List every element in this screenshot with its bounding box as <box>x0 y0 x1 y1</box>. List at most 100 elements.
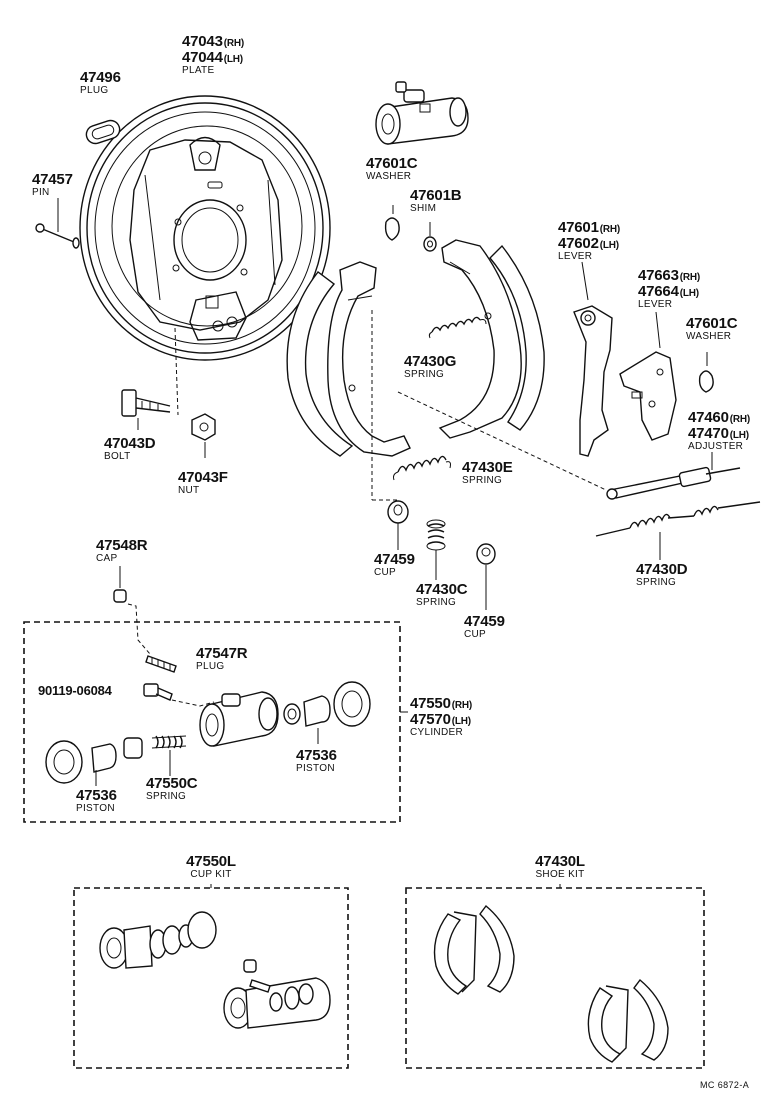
brake-shoe-right-drawing <box>438 239 545 439</box>
wheel-cylinder-top-drawing <box>375 81 469 145</box>
part-number: 47430D <box>636 561 688 578</box>
part-name: CYLINDER <box>410 726 463 738</box>
callout-cup-kit: 47550L CUP KIT <box>176 854 246 880</box>
part-number: 47550L <box>186 853 236 870</box>
callout-spring-47430c: 47430C SPRING <box>416 581 468 608</box>
part-name: PISTON <box>296 762 335 774</box>
part-number: 47043D <box>104 435 156 452</box>
part-number: 47601C <box>366 155 418 172</box>
shoe-kit-box <box>405 887 705 1069</box>
part-number: 47470 <box>688 424 729 442</box>
callout-bolt: 47043D BOLT <box>104 435 156 462</box>
part-number: 47601B <box>410 187 462 204</box>
callout-plate: 47043(RH) 47044(LH) PLATE <box>182 34 244 76</box>
side-marker: (RH) <box>729 414 751 425</box>
part-number: 47663 <box>638 267 679 284</box>
part-name: PLATE <box>182 64 215 76</box>
callout-spring-47430e: 47430E SPRING <box>462 460 513 486</box>
part-name: SHOE KIT <box>535 868 585 880</box>
part-number: 47459 <box>464 613 505 630</box>
side-marker: (RH) <box>679 272 701 283</box>
callout-cap: 47548R CAP <box>96 538 148 564</box>
callout-washer-top: 47601C WASHER <box>366 155 418 182</box>
part-name: CAP <box>96 552 118 564</box>
part-number: 47570 <box>410 710 451 728</box>
part-number: 90119-06084 <box>38 683 112 698</box>
part-name: CUP KIT <box>190 868 232 880</box>
part-number: 47457 <box>32 171 73 188</box>
part-number: 47430G <box>404 353 457 370</box>
callout-cup-right: 47459 CUP <box>464 614 505 640</box>
backing-plate-drawing <box>79 95 331 361</box>
spring-47430d-drawing <box>595 501 761 560</box>
part-number: 47536 <box>76 787 117 804</box>
adjuster-47460-drawing <box>606 452 741 500</box>
cylinder-right-parts-drawing <box>283 681 371 744</box>
part-number: 47601 <box>558 219 599 236</box>
plug-47547r-drawing <box>145 655 177 673</box>
part-number: 47460 <box>688 409 729 426</box>
part-number: 47496 <box>80 69 121 86</box>
cap-47548r-drawing <box>113 566 151 655</box>
spring-47430g-drawing <box>428 316 487 339</box>
part-number: 47430L <box>535 853 585 870</box>
pin-47457-drawing <box>35 198 80 249</box>
callout-piston-right: 47536 PISTON <box>296 748 337 774</box>
diagram-code: MC 6872-A <box>700 1080 750 1090</box>
shim-47601b-drawing <box>423 222 437 252</box>
plug-47496-drawing <box>85 119 121 145</box>
callout-nut: 47043F NUT <box>178 470 228 496</box>
side-marker: (LH) <box>679 287 699 299</box>
part-name: SPRING <box>404 368 445 380</box>
part-name: PLUG <box>196 660 225 672</box>
side-marker: (LH) <box>599 239 619 251</box>
part-name: PLUG <box>80 84 109 96</box>
cylinder-group-box <box>23 621 401 823</box>
cup-kit-parts-drawing <box>99 911 331 1029</box>
part-name: SPRING <box>416 596 457 608</box>
callout-spring-47430d: 47430D SPRING <box>636 561 688 588</box>
cup-47459-right-drawing <box>476 543 496 610</box>
part-name: SPRING <box>146 790 187 802</box>
part-number: 47547R <box>196 645 248 662</box>
callout-lever-47663: 47663(RH) 47664(LH) LEVER <box>638 268 700 310</box>
part-name: CUP <box>374 566 397 578</box>
part-name: CUP <box>464 628 487 640</box>
callout-plug-47496: 47496 PLUG <box>80 70 121 96</box>
part-number: 47043 <box>182 33 223 50</box>
cylinder-left-parts-drawing <box>45 735 187 786</box>
callout-shoe-kit: 47430L SHOE KIT <box>522 854 598 880</box>
part-number: 47459 <box>374 551 415 568</box>
spring-47430e-drawing <box>393 455 451 481</box>
callout-bleeder: 90119-06084 <box>38 684 112 698</box>
callout-cylinder: 47550(RH) 47570(LH) CYLINDER <box>410 696 472 738</box>
callout-spring-47550c: 47550C SPRING <box>146 775 198 802</box>
side-marker: (RH) <box>599 224 621 235</box>
part-name: LEVER <box>638 298 673 310</box>
callout-cup-left: 47459 CUP <box>374 552 415 578</box>
bleeder-90119-drawing <box>143 683 215 707</box>
part-name: PISTON <box>76 802 115 814</box>
part-name: WASHER <box>686 330 732 342</box>
callout-washer-right: 47601C WASHER <box>686 315 738 342</box>
cylinder-body-drawing <box>199 691 279 747</box>
cup-kit-box <box>73 887 349 1069</box>
spring-47430c-drawing <box>426 519 446 580</box>
part-name: WASHER <box>366 170 412 182</box>
callout-pin: 47457 PIN <box>32 172 73 198</box>
part-number: 47430E <box>462 459 513 476</box>
callout-adjuster: 47460(RH) 47470(LH) ADJUSTER <box>688 410 750 452</box>
part-number: 47550C <box>146 775 198 792</box>
part-number: 47550 <box>410 695 451 712</box>
part-number: 47430C <box>416 581 468 598</box>
part-number: 47601C <box>686 315 738 332</box>
cup-47459-left-drawing <box>387 500 409 550</box>
part-name: BOLT <box>104 450 131 462</box>
side-marker: (LH) <box>729 429 749 441</box>
part-name: NUT <box>178 484 200 496</box>
washer-47601c-right-drawing <box>698 352 714 393</box>
part-name: SHIM <box>410 202 437 214</box>
side-marker: (LH) <box>451 715 471 727</box>
